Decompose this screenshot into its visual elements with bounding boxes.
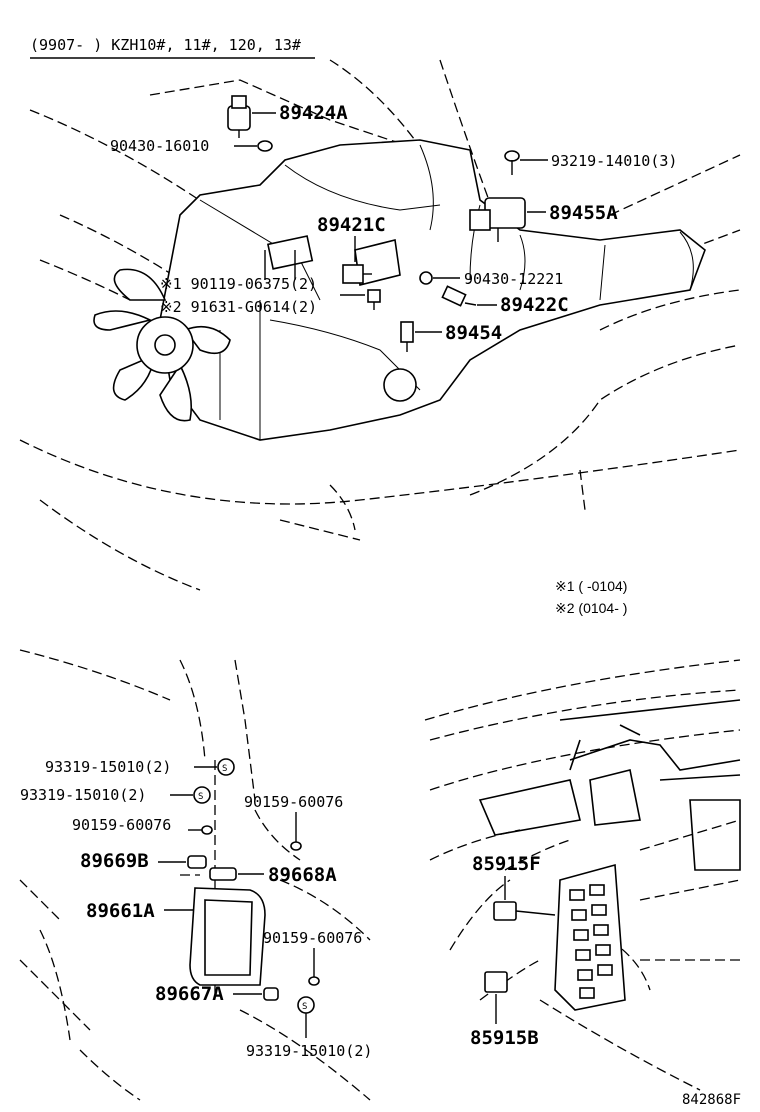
dashboard-outline — [424, 659, 741, 1091]
bracket-89668A-icon — [209, 867, 237, 881]
gasket-90430-16010-icon — [257, 140, 273, 152]
svg-text:S: S — [222, 764, 227, 774]
label-90430-12221: 90430-12221 — [464, 270, 563, 288]
label-93319-b: 93319-15010(2) — [20, 786, 146, 804]
sensor-89454-icon — [400, 321, 414, 352]
label-90430-16010: 90430-16010 — [110, 137, 209, 155]
header-applicability: (9907- ) KZH10#, 11#, 120, 13# — [30, 36, 301, 54]
label-91631-G0614: ※2 91631-G0614(2) — [160, 298, 317, 316]
cooling-fan-icon — [93, 268, 231, 422]
label-89661A: 89661A — [86, 900, 155, 922]
note-2: ※2 (0104- ) — [555, 600, 627, 616]
washer-93319-b-icon — [193, 786, 211, 804]
label-93319-c: 93319-15010(2) — [246, 1042, 372, 1060]
svg-text:S: S — [302, 1002, 307, 1012]
solenoid-89455A-icon — [469, 197, 526, 242]
label-89424A: 89424A — [279, 102, 348, 124]
svg-text:S: S — [198, 792, 203, 802]
label-90159-c: 90159-60076 — [263, 929, 362, 947]
diagram-code: 842868F — [682, 1092, 741, 1108]
label-89668A: 89668A — [268, 864, 337, 886]
relay-85915B-icon — [484, 971, 508, 993]
screw-90159-c-icon — [308, 976, 320, 986]
label-90159-a: 90159-60076 — [244, 793, 343, 811]
gasket-90430-12221-icon — [419, 271, 433, 285]
label-89421C: 89421C — [317, 214, 386, 236]
label-85915F: 85915F — [472, 853, 541, 875]
label-89455A: 89455A — [549, 202, 618, 224]
relay-block-icon — [554, 863, 626, 1011]
label-93219-14010: 93219-14010(3) — [551, 152, 677, 170]
label-89422C: 89422C — [500, 294, 569, 316]
label-93319-a: 93319-15010(2) — [45, 758, 171, 776]
sensor-89421C-icon — [342, 264, 372, 284]
label-89669B: 89669B — [80, 850, 149, 872]
screw-90159-b-icon — [201, 825, 213, 835]
screw-90159-a-icon — [290, 841, 302, 851]
sensor-89424A-icon — [227, 95, 251, 138]
washer-93319-a-icon — [217, 758, 235, 776]
label-90119-06375: ※1 90119-06375(2) — [160, 275, 317, 293]
relay-85915F-icon — [493, 901, 556, 921]
engine-block — [159, 139, 706, 441]
label-89454: 89454 — [445, 322, 502, 344]
sensor-89422C-icon — [441, 285, 477, 307]
label-89667A: 89667A — [155, 983, 224, 1005]
screw-93219-icon — [504, 150, 520, 175]
bracket-89667A-icon — [263, 987, 279, 1001]
label-90159-b: 90159-60076 — [72, 816, 171, 834]
note-1: ※1 ( -0104) — [555, 578, 627, 594]
bracket-89669B-icon — [187, 855, 207, 869]
bolt-91631-icon — [367, 289, 381, 310]
ecu-89661A-icon — [189, 887, 266, 986]
label-85915B: 85915B — [470, 1027, 539, 1049]
